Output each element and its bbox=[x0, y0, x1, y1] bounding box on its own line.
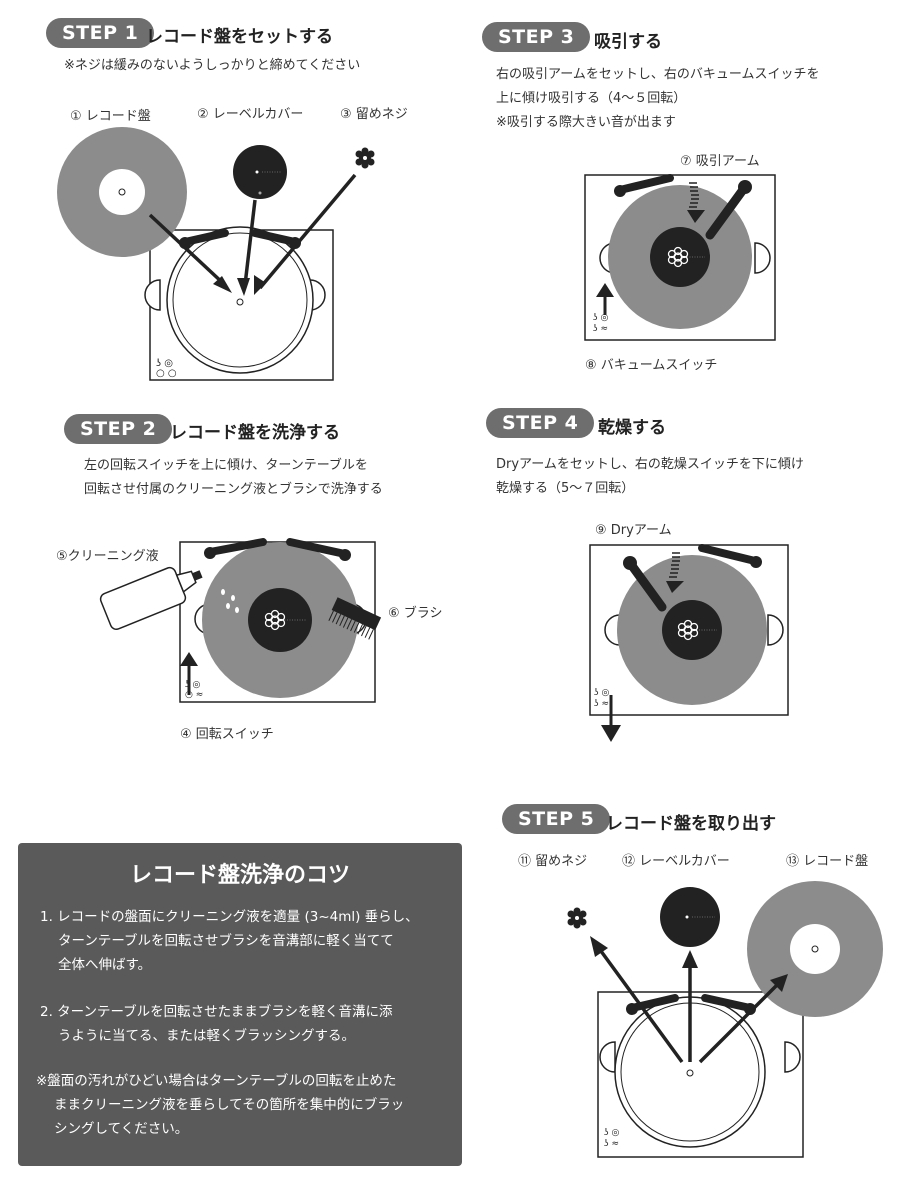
step2-illustration: ʖ ◎ ○ ≈ bbox=[99, 538, 382, 703]
tips-title: レコード盤洗浄のコツ bbox=[129, 863, 350, 888]
tips-note-line2: ままクリーニング液を垂らしてその箇所を集中的にブラッ bbox=[54, 1097, 405, 1113]
step2-label-switch: ④ 回転スイッチ bbox=[180, 727, 274, 742]
tips-item2-line1: 2. ターンテーブルを回転させたままブラシを軽く音溝に添 bbox=[40, 1004, 393, 1020]
svg-text:ʖ ◎: ʖ ◎ bbox=[156, 358, 173, 369]
tips-item1-line2: ターンテーブルを回転させブラシを音溝部に軽く当てて bbox=[58, 933, 394, 949]
step5-label-record: ⑬ レコード盤 bbox=[786, 854, 869, 869]
step2-title: レコード盤を洗浄する bbox=[170, 423, 340, 443]
step2-badge: STEP 2 bbox=[64, 414, 173, 444]
step1-label-record: ① レコード盤 bbox=[70, 109, 151, 124]
svg-text:ʖ ◎: ʖ ◎ bbox=[593, 313, 608, 323]
step5-illustration: ʖ ◎ ʖ ≈ bbox=[567, 881, 883, 1158]
step1-title: レコード盤をセットする bbox=[146, 27, 333, 47]
svg-text:ʖ ◎: ʖ ◎ bbox=[594, 688, 609, 698]
svg-text:ʖ ≈: ʖ ≈ bbox=[593, 324, 608, 334]
step2-line2: 回転させ付属のクリーニング液とブラシで洗浄する bbox=[84, 482, 383, 497]
step2-line1: 左の回転スイッチを上に傾け、ターンテーブルを bbox=[84, 458, 368, 473]
step1-badge: STEP 1 bbox=[46, 18, 155, 48]
svg-text:ʖ ≈: ʖ ≈ bbox=[594, 699, 609, 709]
step1-illustration: ʖ ◎ ○ ○ bbox=[57, 127, 375, 381]
step3-line1: 右の吸引アームをセットし、右のバキュームスイッチを bbox=[496, 67, 820, 82]
tips-item2-line2: うように当てる、または軽くブラッシングする。 bbox=[58, 1028, 355, 1044]
step4-badge: STEP 4 bbox=[486, 408, 595, 438]
step5-badge: STEP 5 bbox=[502, 804, 611, 834]
step3-label-arm: ⑦ 吸引アーム bbox=[680, 154, 760, 169]
step4-title: 乾燥する bbox=[598, 418, 666, 438]
step4-label-arm: ⑨ Dryアーム bbox=[595, 523, 672, 538]
step3-title: 吸引する bbox=[594, 32, 662, 52]
svg-text:ʖ ◎: ʖ ◎ bbox=[604, 1128, 619, 1138]
svg-text:ʖ ◎: ʖ ◎ bbox=[185, 680, 200, 690]
step1-label-screw: ③ 留めネジ bbox=[340, 107, 408, 122]
svg-text:ʖ ≈: ʖ ≈ bbox=[604, 1139, 619, 1149]
step2-label-brush: ⑥ ブラシ bbox=[388, 606, 443, 621]
tips-item1-line3: 全体へ伸ばす。 bbox=[58, 957, 152, 973]
step5-label-label-cover: ⑫ レーベルカバー bbox=[622, 854, 730, 869]
svg-text:○ ○: ○ ○ bbox=[156, 368, 177, 379]
step2-label-liquid: ⑤クリーニング液 bbox=[56, 549, 159, 564]
step1-note: ※ネジは緩みのないようしっかりと締めてください bbox=[64, 58, 361, 73]
step5-title: レコード盤を取り出す bbox=[606, 814, 776, 834]
tips-note-line3: シングしてください。 bbox=[54, 1121, 189, 1137]
step3-illustration: ʖ ◎ ʖ ≈ bbox=[584, 174, 776, 341]
step5-label-screw: ⑪ 留めネジ bbox=[518, 854, 588, 869]
step3-line3: ※吸引する際大きい音が出ます bbox=[496, 115, 676, 130]
step4-line1: Dryアームをセットし、右の乾燥スイッチを下に傾け bbox=[496, 457, 804, 472]
step3-badge: STEP 3 bbox=[482, 22, 591, 52]
step4-illustration: ʖ ◎ ʖ ≈ bbox=[589, 544, 789, 742]
tips-note-line1: ※盤面の汚れがひどい場合はターンテーブルの回転を止めた bbox=[36, 1073, 397, 1089]
tips-panel: レコード盤洗浄のコツ 1. レコードの盤面にクリーニング液を適量 (3~4ml)… bbox=[18, 843, 462, 1166]
step1-label-label-cover: ② レーベルカバー bbox=[197, 107, 304, 122]
tips-item1-line1: 1. レコードの盤面にクリーニング液を適量 (3~4ml) 垂らし、 bbox=[40, 909, 419, 925]
svg-text:○ ≈: ○ ≈ bbox=[185, 690, 203, 700]
step3-label-switch: ⑧ バキュームスイッチ bbox=[585, 358, 718, 373]
step3-line2: 上に傾け吸引する（4〜５回転） bbox=[496, 91, 687, 106]
step4-line2: 乾燥する（5〜７回転） bbox=[496, 481, 635, 496]
